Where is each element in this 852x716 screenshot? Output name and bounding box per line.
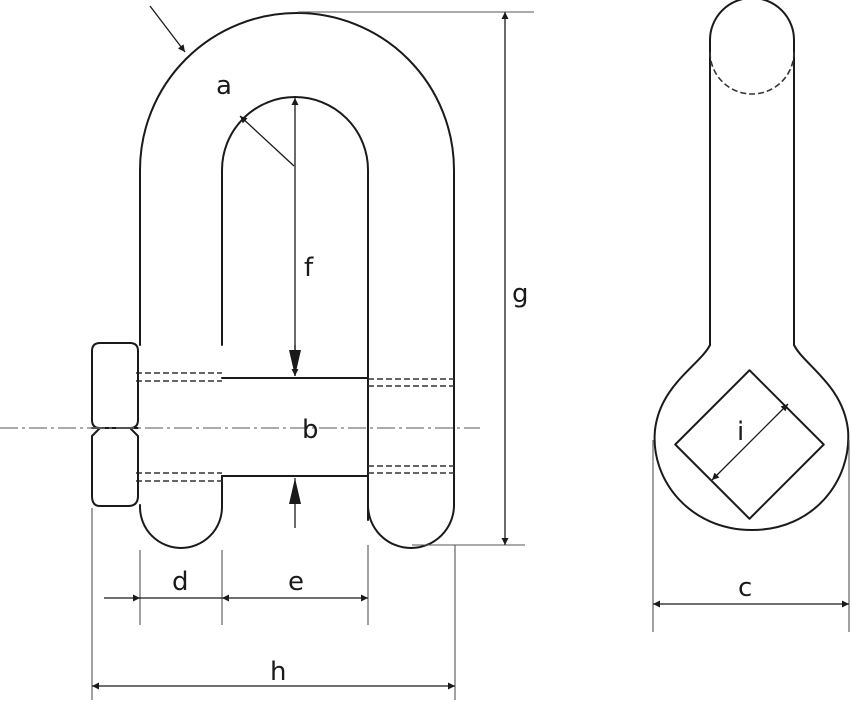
dimension-e-label: e bbox=[288, 567, 304, 597]
dimension-h-label: h bbox=[270, 657, 286, 687]
dimension-b-label: b bbox=[302, 415, 319, 445]
shackle-bow-outer bbox=[139, 12, 455, 506]
dimensions-front: a f b g d e h bbox=[91, 5, 534, 700]
dimension-f-label: f bbox=[304, 253, 314, 283]
dimension-b-arrow bbox=[289, 478, 301, 504]
dimension-b-arrow bbox=[289, 350, 301, 376]
dimension-a-line bbox=[239, 115, 295, 167]
shackle-bow-inner bbox=[221, 96, 369, 521]
side-top-cap bbox=[709, 0, 795, 346]
pin-hex-head bbox=[91, 342, 139, 507]
dimension-g-label: g bbox=[512, 279, 529, 309]
dimension-a-label: a bbox=[216, 71, 232, 101]
shackle-right-leg-end bbox=[367, 499, 455, 549]
side-hidden-arc bbox=[709, 51, 795, 95]
side-eye bbox=[653, 344, 850, 531]
shackle-side-view: i c bbox=[652, 0, 850, 632]
dimension-i-label: i bbox=[737, 417, 744, 447]
shackle-front-view bbox=[0, 12, 480, 549]
dimension-d-label: d bbox=[172, 567, 189, 597]
dimension-c-label: c bbox=[738, 573, 752, 603]
dimension-a-line bbox=[149, 5, 186, 53]
dimension-i-line bbox=[711, 403, 789, 481]
side-square-hole bbox=[674, 369, 825, 520]
shackle-left-leg-end bbox=[139, 475, 223, 549]
